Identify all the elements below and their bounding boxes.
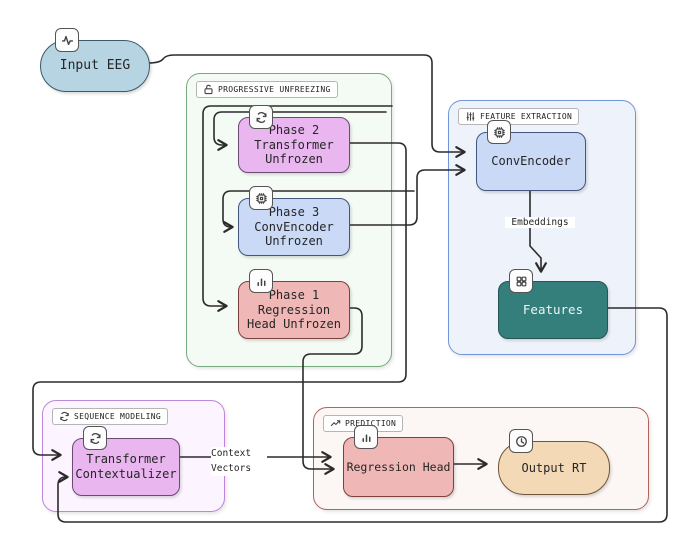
node-label: Transformer Contextualizer bbox=[75, 452, 177, 481]
edge-phase3-to-convencoder bbox=[347, 164, 466, 226]
node-phase1-regression-head-unfrozen[interactable]: Phase 1 Regression Head Unfrozen bbox=[238, 269, 350, 339]
chip-icon bbox=[487, 120, 511, 144]
edge-into-phase2 bbox=[213, 111, 387, 151]
refresh-icon bbox=[249, 105, 273, 129]
edge-into-phase3 bbox=[222, 190, 415, 233]
container-label-progressive-unfreezing: PROGRESSIVE UNFREEZING bbox=[196, 81, 338, 98]
node-label: Input EEG bbox=[59, 58, 131, 74]
node-input-eeg[interactable]: Input EEG bbox=[40, 28, 150, 92]
node-phase2-transformer-unfrozen[interactable]: Phase 2 Transformer Unfrozen bbox=[238, 105, 350, 173]
unlock-icon bbox=[203, 84, 214, 95]
edge-label-context-vectors: Context Vectors bbox=[211, 447, 267, 477]
edge-convencoder-to-features bbox=[529, 188, 547, 273]
node-regression-head[interactable]: Regression Head bbox=[343, 425, 454, 497]
node-transformer-contextualizer[interactable]: Transformer Contextualizer bbox=[72, 426, 180, 496]
node-phase3-convencoder-unfrozen[interactable]: Phase 3 ConvEncoder Unfrozen bbox=[238, 186, 350, 256]
node-label: Features bbox=[522, 302, 584, 318]
bar-chart-icon bbox=[354, 425, 378, 449]
container-label-text: FEATURE EXTRACTION bbox=[480, 112, 573, 121]
container-label-text: PREDICTION bbox=[345, 419, 397, 428]
bar-chart-icon bbox=[249, 269, 273, 293]
node-label: ConvEncoder bbox=[491, 154, 571, 169]
node-label: Phase 3 ConvEncoder Unfrozen bbox=[254, 205, 334, 249]
trending-up-icon bbox=[330, 418, 341, 429]
edge-phase1-to-regression-head bbox=[302, 307, 363, 475]
node-label: Phase 1 Regression Head Unfrozen bbox=[247, 288, 341, 332]
container-label-sequence-modeling: SEQUENCE MODELING bbox=[52, 408, 168, 425]
edge-phase2-to-transformer bbox=[32, 142, 407, 461]
clock-icon bbox=[509, 429, 533, 453]
edge-input-eeg-to-convencoder bbox=[147, 54, 466, 158]
node-convencoder[interactable]: ConvEncoder bbox=[476, 120, 586, 191]
node-features[interactable]: Features bbox=[498, 269, 608, 339]
edge-into-phase1 bbox=[202, 105, 393, 312]
node-output-rt[interactable]: Output RT bbox=[498, 429, 610, 495]
node-label: Phase 2 Transformer Unfrozen bbox=[254, 123, 334, 167]
container-label-text: PROGRESSIVE UNFREEZING bbox=[218, 85, 331, 94]
node-label: Regression Head bbox=[346, 459, 451, 474]
node-label: Output RT bbox=[521, 460, 587, 475]
activity-icon bbox=[55, 28, 79, 52]
edge-features-to-transformer bbox=[57, 307, 668, 523]
refresh-icon bbox=[59, 411, 70, 422]
container-label-text: SEQUENCE MODELING bbox=[74, 412, 161, 421]
edge-label-embeddings: Embeddings bbox=[505, 217, 575, 228]
sliders-icon bbox=[465, 111, 476, 122]
grid-icon bbox=[509, 269, 533, 293]
refresh-icon bbox=[83, 426, 107, 450]
chip-icon bbox=[249, 186, 273, 210]
